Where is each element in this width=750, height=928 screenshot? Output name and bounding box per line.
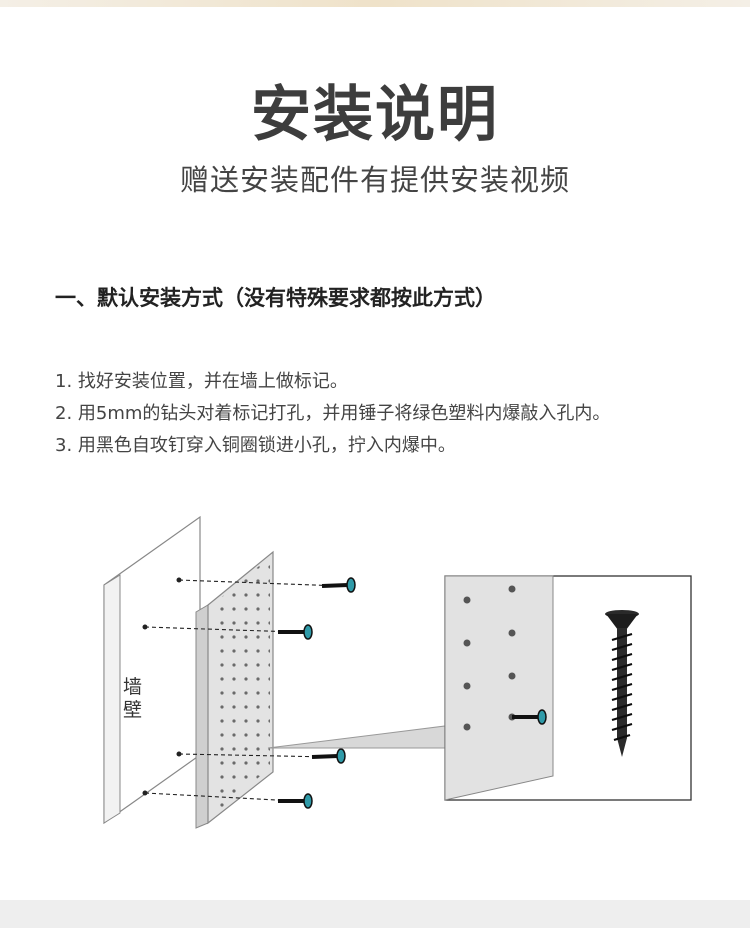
install-steps: 1. 找好安装位置，并在墙上做标记。 2. 用5mm的钻头对着标记打孔，并用锤子…: [55, 366, 610, 462]
wall: 墙 壁: [103, 515, 201, 825]
screw-icon: [278, 624, 313, 640]
large-screw-icon: [605, 610, 639, 757]
step-item: 1. 找好安装位置，并在墙上做标记。: [55, 371, 348, 392]
zoom-connector: [267, 725, 446, 749]
section-heading: 一、默认安装方式（没有特殊要求都按此方式）: [55, 286, 496, 310]
screw-icon: [321, 577, 356, 593]
zoom-detail-box: [444, 575, 692, 801]
installation-diagram: 墙 壁: [103, 515, 692, 829]
top-decor-strip: [0, 0, 750, 7]
step-item: 2. 用5mm的钻头对着标记打孔，并用锤子将绿色塑料内爆敲入孔内。: [55, 403, 611, 424]
wall-label-bottom: 壁: [123, 699, 142, 721]
wall-marks: [142, 577, 182, 796]
bottom-band: [0, 900, 750, 928]
pegboard: [195, 550, 274, 829]
screw-icon: [311, 748, 346, 764]
step-item: 3. 用黑色自攻钉穿入铜圈锁进小孔，拧入内爆中。: [55, 435, 456, 456]
page-title: 安装说明: [251, 80, 499, 150]
page-subtitle: 赠送安装配件有提供安装视频: [179, 163, 570, 197]
screw-guide-lines: [144, 579, 341, 802]
screw-icon: [278, 793, 313, 809]
wall-label-top: 墙: [123, 676, 142, 698]
